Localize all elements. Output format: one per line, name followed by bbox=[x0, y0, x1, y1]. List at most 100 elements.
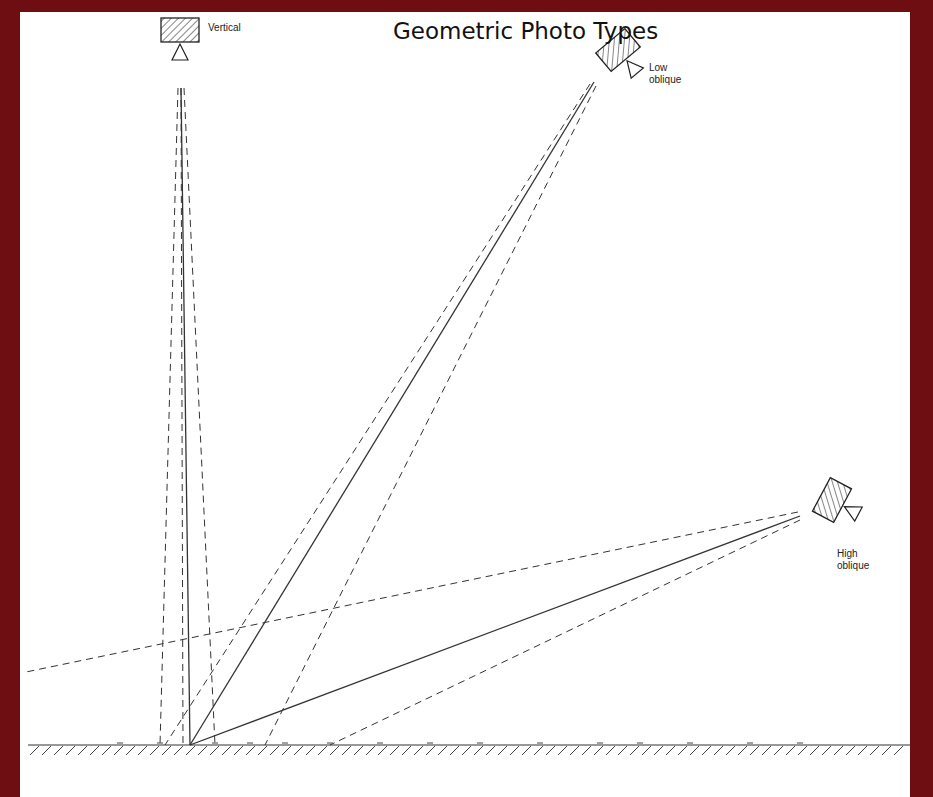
ground-tick bbox=[117, 743, 123, 744]
ground-hatch bbox=[90, 746, 99, 755]
field-of-view-line bbox=[330, 520, 800, 745]
ground-hatch bbox=[102, 746, 111, 755]
ground-hatch bbox=[786, 746, 795, 755]
ground-hatch bbox=[126, 746, 135, 755]
ground-tick bbox=[377, 743, 383, 744]
ground-hatch bbox=[870, 746, 879, 755]
principal-ray bbox=[190, 82, 594, 745]
ground-hatch bbox=[486, 746, 495, 755]
ground-hatch bbox=[714, 746, 723, 755]
ground-hatch bbox=[138, 746, 147, 755]
ground-hatch bbox=[414, 746, 423, 755]
field-of-view-line bbox=[26, 512, 798, 672]
ground-hatch bbox=[654, 746, 663, 755]
ground-tick bbox=[247, 743, 253, 744]
ground-hatch bbox=[186, 746, 195, 755]
field-of-view-line bbox=[165, 84, 590, 745]
ground-hatch bbox=[498, 746, 507, 755]
ground-hatch bbox=[234, 746, 243, 755]
ground-hatch bbox=[426, 746, 435, 755]
ground-hatch bbox=[810, 746, 819, 755]
ground-hatch bbox=[78, 746, 87, 755]
ground-hatch bbox=[282, 746, 291, 755]
ground-hatch bbox=[258, 746, 267, 755]
ground-hatch bbox=[378, 746, 387, 755]
view-label: Low oblique bbox=[648, 62, 690, 85]
ground-hatch bbox=[198, 746, 207, 755]
ground-tick bbox=[427, 743, 433, 744]
ground-hatch bbox=[618, 746, 627, 755]
ground-hatch bbox=[882, 746, 891, 755]
ground-hatch bbox=[222, 746, 231, 755]
ground-hatch bbox=[342, 746, 351, 755]
ground-hatch bbox=[630, 746, 639, 755]
ground-tick bbox=[597, 743, 603, 744]
ground-tick bbox=[477, 743, 483, 744]
ground-hatch bbox=[726, 746, 735, 755]
ground-hatch bbox=[582, 746, 591, 755]
ground-hatch bbox=[150, 746, 159, 755]
ground-hatch bbox=[858, 746, 867, 755]
field-of-view-line bbox=[184, 88, 215, 745]
field-of-view-line bbox=[265, 86, 596, 745]
camera-symbol bbox=[161, 18, 199, 60]
ground-hatch bbox=[66, 746, 75, 755]
ground-surface bbox=[28, 744, 910, 745]
ground-hatch bbox=[534, 746, 543, 755]
ground-tick bbox=[747, 743, 753, 744]
ground-hatch bbox=[306, 746, 315, 755]
ground-hatch bbox=[462, 746, 471, 755]
ground-tick bbox=[637, 743, 643, 744]
ground-hatch bbox=[318, 746, 327, 755]
ground-hatch bbox=[894, 746, 903, 755]
ground-hatch bbox=[678, 746, 687, 755]
ground-hatch bbox=[294, 746, 303, 755]
ground-hatch bbox=[162, 746, 171, 755]
ground-hatch bbox=[450, 746, 459, 755]
ground-hatch bbox=[606, 746, 615, 755]
ground-hatch bbox=[510, 746, 519, 755]
cameras bbox=[161, 18, 867, 531]
ground-hatch bbox=[558, 746, 567, 755]
ground-hatch bbox=[30, 746, 39, 755]
ground-hatch bbox=[738, 746, 747, 755]
ground-hatch bbox=[822, 746, 831, 755]
ground-hatch bbox=[690, 746, 699, 755]
ground-line bbox=[28, 743, 910, 755]
ground-hatch bbox=[846, 746, 855, 755]
ground-hatch bbox=[246, 746, 255, 755]
ground-hatch bbox=[390, 746, 399, 755]
sight-lines bbox=[26, 82, 800, 745]
view-label: Vertical bbox=[207, 22, 242, 34]
ground-tick bbox=[687, 743, 693, 744]
ground-hatch bbox=[834, 746, 843, 755]
ground-hatch bbox=[702, 746, 711, 755]
ground-hatch bbox=[522, 746, 531, 755]
ground-hatch bbox=[402, 746, 411, 755]
white-panel bbox=[20, 12, 910, 797]
ground-hatch bbox=[438, 746, 447, 755]
ground-hatch bbox=[762, 746, 771, 755]
ground-tick bbox=[327, 743, 333, 744]
ground-tick bbox=[282, 743, 288, 744]
ground-tick bbox=[212, 743, 218, 744]
ground-hatch bbox=[210, 746, 219, 755]
ground-hatch bbox=[774, 746, 783, 755]
ground-hatch bbox=[642, 746, 651, 755]
view-label: High oblique bbox=[836, 548, 878, 571]
ground-hatch bbox=[354, 746, 363, 755]
ground-hatch bbox=[270, 746, 279, 755]
camera-symbol bbox=[812, 478, 867, 531]
principal-ray bbox=[190, 516, 800, 745]
ground-hatch bbox=[798, 746, 807, 755]
field-of-view-line bbox=[181, 88, 183, 745]
ground-hatch bbox=[42, 746, 51, 755]
ground-hatch bbox=[750, 746, 759, 755]
ground-hatch bbox=[330, 746, 339, 755]
ground-tick bbox=[797, 743, 803, 744]
ground-hatch bbox=[474, 746, 483, 755]
diagram-title: Geometric Photo Types bbox=[393, 18, 658, 44]
ground-hatch bbox=[114, 746, 123, 755]
ground-hatch bbox=[546, 746, 555, 755]
